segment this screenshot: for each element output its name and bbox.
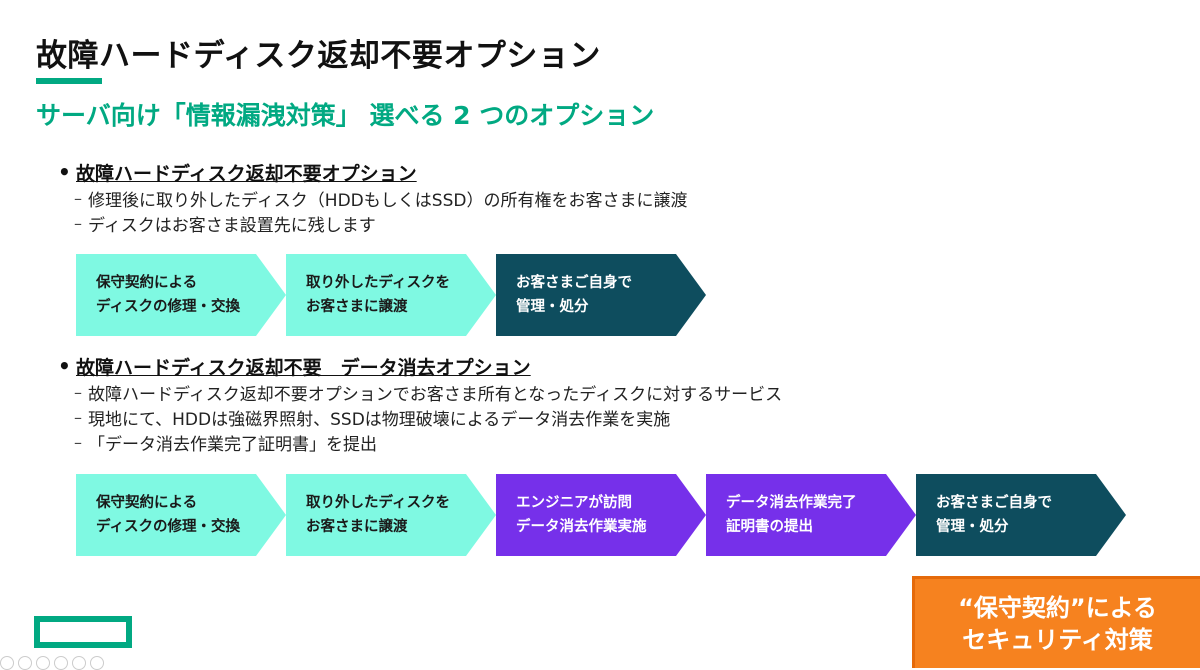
slide-title: 故障ハードディスク返却不要オプション <box>36 38 601 74</box>
dash-icon: – <box>74 189 82 208</box>
sub-item: – ディスクはお客さま設置先に残します <box>58 211 687 236</box>
step-line: 管理・処分 <box>516 299 589 315</box>
section-return-free-option: • 故障ハードディスク返却不要オプション – 修理後に取り外したディスク（HDD… <box>58 158 687 236</box>
bullet-heading: 故障ハードディスク返却不要オプション <box>76 162 417 185</box>
process-step: 保守契約による ディスクの修理・交換 <box>76 474 286 556</box>
step-line: 証明書の提出 <box>726 519 813 535</box>
dash-icon: – <box>74 214 82 233</box>
sub-item: – 故障ハードディスク返却不要オプションでお客さま所有となったディスクに対するサ… <box>58 380 782 405</box>
step-line: 保守契約による <box>96 275 198 291</box>
bullet-dot-icon: • <box>58 160 71 184</box>
bullet-item: • 故障ハードディスク返却不要 データ消去オプション <box>58 352 782 380</box>
step-line: お客さまご自身で <box>516 275 632 291</box>
callout-line: “保守契約”による <box>958 593 1157 622</box>
slide-subtitle: サーバ向け「情報漏洩対策」 選べる 2 つのオプション <box>36 101 655 130</box>
step-line: ディスクの修理・交換 <box>96 299 240 315</box>
step-line: 取り外したディスクを <box>306 275 450 291</box>
process-step: お客さまご自身で 管理・処分 <box>496 254 706 336</box>
sub-item-text: 故障ハードディスク返却不要オプションでお客さま所有となったディスクに対するサービ… <box>88 385 783 405</box>
dash-icon: – <box>74 383 82 402</box>
step-line: 保守契約による <box>96 495 198 511</box>
process-step: エンジニアが訪問 データ消去作業実施 <box>496 474 706 556</box>
step-line: お客さまに譲渡 <box>306 299 408 315</box>
title-underline-bar <box>36 78 102 84</box>
bullet-heading: 故障ハードディスク返却不要 データ消去オプション <box>76 356 531 379</box>
step-line: お客さまご自身で <box>936 495 1052 511</box>
sub-item-text: 修理後に取り外したディスク（HDDもしくはSSD）の所有権をお客さまに譲渡 <box>88 191 688 211</box>
process-step: お客さまご自身で 管理・処分 <box>916 474 1126 556</box>
process-step: 保守契約による ディスクの修理・交換 <box>76 254 286 336</box>
sub-item: – 修理後に取り外したディスク（HDDもしくはSSD）の所有権をお客さまに譲渡 <box>58 186 687 211</box>
process-step: 取り外したディスクを お客さまに譲渡 <box>286 254 496 336</box>
bullet-item: • 故障ハードディスク返却不要オプション <box>58 158 687 186</box>
sub-item-text: 「データ消去作業完了証明書」を提出 <box>88 435 377 455</box>
dash-icon: – <box>74 433 82 452</box>
dash-icon: – <box>74 408 82 427</box>
hpe-logo-icon <box>34 616 132 648</box>
step-line: データ消去作業完了 <box>726 495 857 511</box>
security-callout: “保守契約”による セキュリティ対策 <box>912 576 1200 668</box>
step-line: お客さまに譲渡 <box>306 519 408 535</box>
step-line: 管理・処分 <box>936 519 1009 535</box>
step-line: ディスクの修理・交換 <box>96 519 240 535</box>
process-step: データ消去作業完了 証明書の提出 <box>706 474 916 556</box>
sub-item-text: 現地にて、HDDは強磁界照射、SSDは物理破壊によるデータ消去作業を実施 <box>88 410 671 430</box>
sub-item: – 現地にて、HDDは強磁界照射、SSDは物理破壊によるデータ消去作業を実施 <box>58 405 782 430</box>
step-line: 取り外したディスクを <box>306 495 450 511</box>
process-step: 取り外したディスクを お客さまに譲渡 <box>286 474 496 556</box>
callout-line: セキュリティ対策 <box>962 625 1153 654</box>
sub-item: – 「データ消去作業完了証明書」を提出 <box>58 430 782 455</box>
section-data-erase-option: • 故障ハードディスク返却不要 データ消去オプション – 故障ハードディスク返却… <box>58 352 782 455</box>
sub-item-text: ディスクはお客さま設置先に残します <box>88 216 376 236</box>
step-line: データ消去作業実施 <box>516 519 647 535</box>
step-line: エンジニアが訪問 <box>516 495 632 511</box>
bullet-dot-icon: • <box>58 354 71 378</box>
